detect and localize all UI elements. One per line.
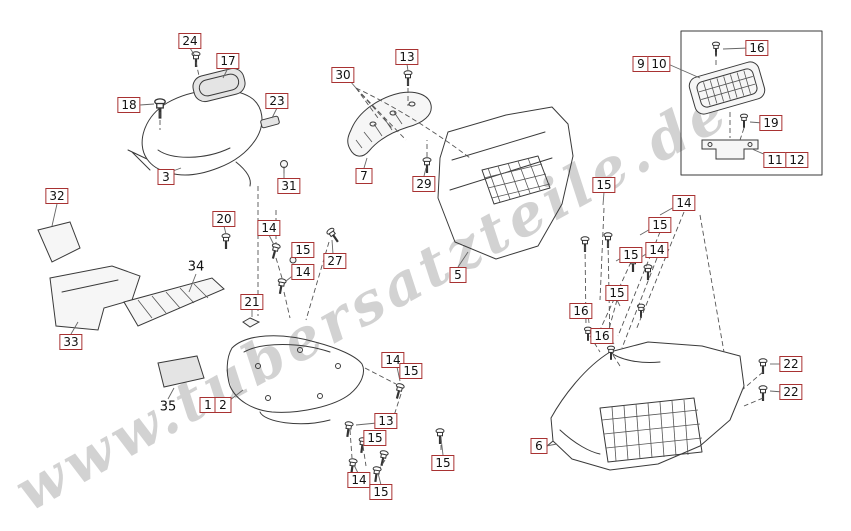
callout-3: 3 — [157, 169, 175, 185]
callout-15: 15 — [605, 285, 629, 301]
callout-2: 2 — [214, 397, 232, 413]
callout-24: 24 — [178, 33, 202, 49]
callout-32: 32 — [45, 188, 69, 204]
inset-box — [680, 30, 823, 176]
callout-15: 15 — [592, 177, 616, 193]
callout-20: 20 — [212, 211, 236, 227]
callout-14: 14 — [645, 242, 669, 258]
callout-17: 17 — [216, 53, 240, 69]
callout-13: 13 — [395, 49, 419, 65]
callout-7: 7 — [355, 168, 373, 184]
callout-15: 15 — [399, 363, 423, 379]
callout-15: 15 — [431, 455, 455, 471]
callout-16: 16 — [569, 303, 593, 319]
callout-10: 10 — [647, 56, 671, 72]
callout-14: 14 — [257, 220, 281, 236]
callout-14: 14 — [381, 352, 405, 368]
callout-15: 15 — [291, 242, 315, 258]
callout-21: 21 — [240, 294, 264, 310]
callout-1: 1 — [199, 397, 217, 413]
callout-15: 15 — [648, 217, 672, 233]
callout-5: 5 — [449, 267, 467, 283]
callout-18: 18 — [117, 97, 141, 113]
callout-30: 30 — [331, 67, 355, 83]
callout-22: 22 — [779, 356, 803, 372]
callout-12: 12 — [785, 152, 809, 168]
callout-19: 19 — [759, 115, 783, 131]
callout-33: 33 — [59, 334, 83, 350]
callout-16: 16 — [745, 40, 769, 56]
callout-31: 31 — [277, 178, 301, 194]
callout-27: 27 — [323, 253, 347, 269]
callout-6: 6 — [530, 438, 548, 454]
callout-13: 13 — [374, 413, 398, 429]
callout-22: 22 — [779, 384, 803, 400]
callout-29: 29 — [412, 176, 436, 192]
callout-14: 14 — [347, 472, 371, 488]
callout-15: 15 — [363, 430, 387, 446]
callout-15: 15 — [619, 247, 643, 263]
callout-15: 15 — [369, 484, 393, 500]
label-34: 34 — [187, 259, 205, 275]
callout-14: 14 — [291, 264, 315, 280]
callout-23: 23 — [265, 93, 289, 109]
label-35: 35 — [159, 399, 177, 415]
callout-14: 14 — [672, 195, 696, 211]
callout-16: 16 — [590, 328, 614, 344]
callout-11: 11 — [763, 152, 787, 168]
